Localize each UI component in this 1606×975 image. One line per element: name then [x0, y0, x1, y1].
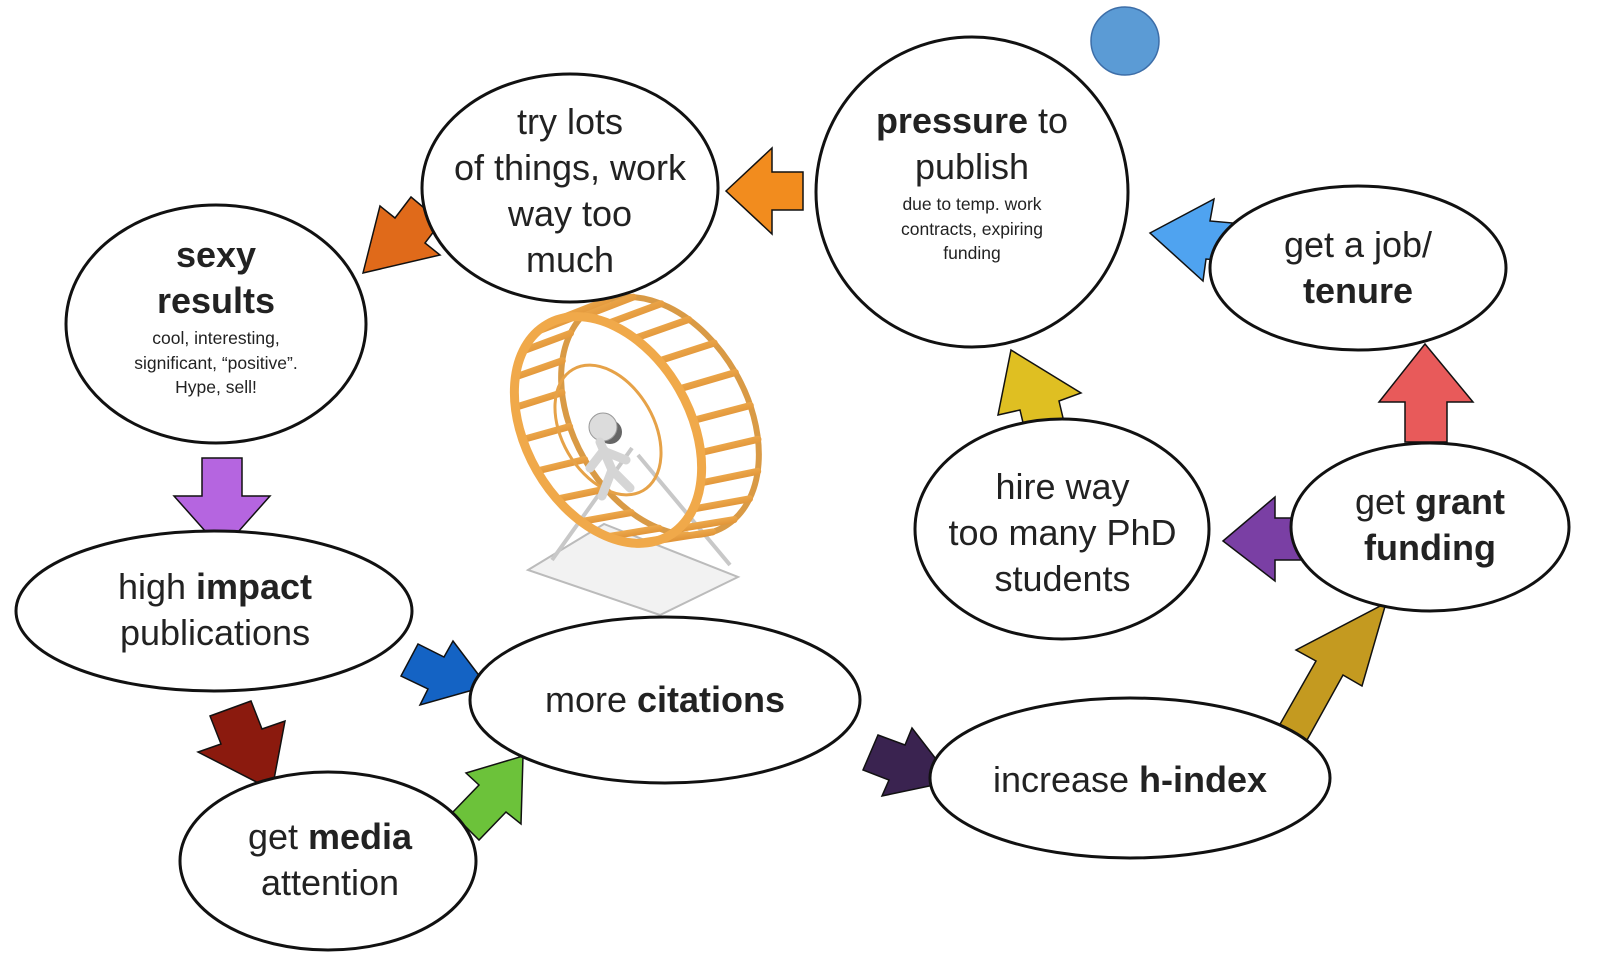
node-sexy-shape	[64, 203, 368, 445]
wheel-bar	[689, 495, 754, 513]
arrow-hindex-to-grant	[1277, 601, 1388, 741]
blue-dot-icon	[1090, 6, 1160, 76]
wheel-bar	[697, 435, 762, 457]
wheel-bar	[675, 369, 739, 393]
arrow-impact-to-citations	[399, 639, 489, 707]
wheel-bar	[511, 357, 566, 381]
node-grant-shape	[1289, 441, 1571, 613]
wheel-bar	[519, 329, 574, 355]
arrow-pressure-to-try	[724, 146, 804, 236]
node-pressure-shape	[814, 35, 1130, 349]
wheel-bar	[697, 467, 762, 487]
node-media-shape	[178, 770, 478, 952]
node-hire-shape	[913, 417, 1211, 641]
node-citations-shape	[468, 615, 862, 785]
wheel-bar	[655, 339, 718, 365]
wheel-bar	[604, 300, 665, 327]
wheel-bar	[553, 485, 610, 503]
wheel-bar	[533, 456, 589, 475]
wheel-bar	[674, 516, 738, 533]
wheel-bar	[689, 401, 754, 424]
arrow-sexy-to-impact	[172, 457, 272, 552]
wheel-bar	[577, 509, 635, 526]
arrow-impact-to-media	[196, 700, 286, 792]
node-high-impact-shape	[14, 529, 414, 693]
node-try-lots-shape	[420, 72, 720, 304]
node-h-index-shape	[928, 696, 1332, 860]
arrow-grant-to-job	[1377, 342, 1475, 443]
wheel-bar	[631, 315, 693, 342]
hamster-wheel-icon	[509, 293, 762, 617]
wheel-bar	[511, 389, 566, 411]
node-job-shape	[1208, 184, 1508, 352]
wheel-bar	[519, 423, 574, 444]
